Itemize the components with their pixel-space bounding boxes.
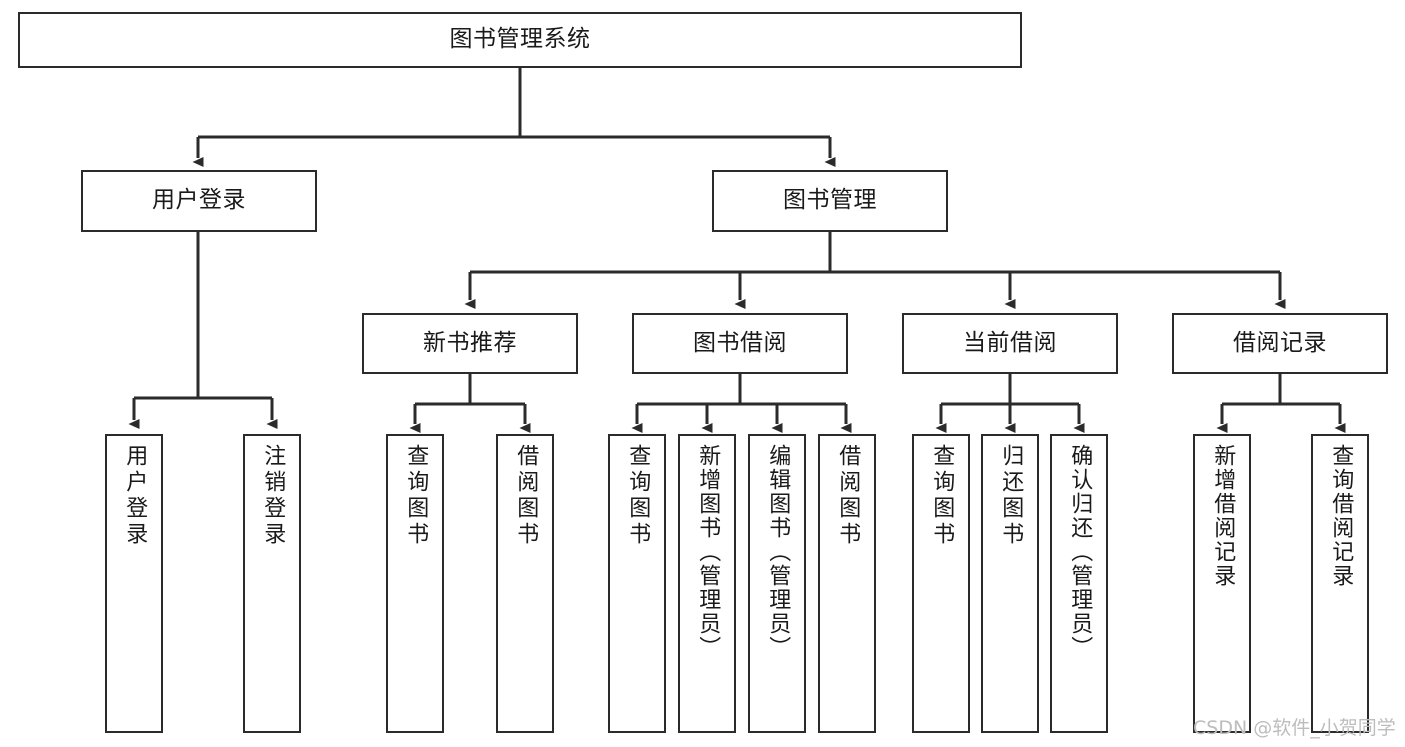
- node-leaf-query-borrow-record[interactable]: 查询借阅记录: [1311, 434, 1369, 733]
- node-label: 当前借阅: [963, 329, 1057, 356]
- node-leaf-query-book-1[interactable]: 查询图书: [386, 434, 444, 733]
- node-leaf-confirm-return-admin[interactable]: 确认归还（管理员）: [1050, 434, 1108, 733]
- node-leaf-user-logout[interactable]: 注销登录: [243, 434, 301, 733]
- node-leaf-user-login[interactable]: 用户登录: [105, 434, 163, 733]
- node-label: 归还图书: [998, 444, 1024, 548]
- node-label: 查询图书: [625, 444, 651, 548]
- node-root-book-management-system[interactable]: 图书管理系统: [18, 12, 1022, 68]
- node-label: 新增图书（管理员）: [695, 444, 721, 660]
- node-book-borrow[interactable]: 图书借阅: [632, 313, 848, 374]
- node-label: 新增借阅记录: [1210, 444, 1236, 588]
- node-label: 图书管理: [783, 187, 877, 214]
- node-label: 用户登录: [122, 444, 148, 548]
- node-leaf-add-book-admin[interactable]: 新增图书（管理员）: [678, 434, 736, 733]
- node-new-book-recommendation[interactable]: 新书推荐: [362, 313, 578, 374]
- node-leaf-query-book-3[interactable]: 查询图书: [912, 434, 970, 733]
- node-label: 新书推荐: [423, 329, 517, 356]
- node-label: 查询图书: [929, 444, 955, 548]
- csdn-watermark: CSDN @软件_小贺同学: [1193, 717, 1396, 739]
- node-label: 图书借阅: [693, 329, 787, 356]
- node-label: 借阅图书: [835, 444, 861, 548]
- node-leaf-query-book-2[interactable]: 查询图书: [608, 434, 666, 733]
- node-label: 借阅记录: [1233, 329, 1327, 356]
- node-leaf-borrow-book-2[interactable]: 借阅图书: [818, 434, 876, 733]
- node-label: 注销登录: [260, 444, 286, 548]
- node-label: 用户登录: [152, 187, 246, 214]
- node-leaf-add-borrow-record[interactable]: 新增借阅记录: [1193, 434, 1251, 733]
- node-label: 编辑图书（管理员）: [765, 444, 791, 660]
- node-label: 图书管理系统: [449, 26, 591, 53]
- node-leaf-edit-book-admin[interactable]: 编辑图书（管理员）: [748, 434, 806, 733]
- node-label: 确认归还（管理员）: [1067, 444, 1093, 660]
- node-borrow-record[interactable]: 借阅记录: [1172, 313, 1388, 374]
- node-label: 查询借阅记录: [1328, 444, 1354, 588]
- node-label: 查询图书: [403, 444, 429, 548]
- node-user-login[interactable]: 用户登录: [81, 170, 317, 232]
- node-current-borrow[interactable]: 当前借阅: [902, 313, 1118, 374]
- node-label: 借阅图书: [513, 444, 539, 548]
- node-leaf-borrow-book-1[interactable]: 借阅图书: [496, 434, 554, 733]
- node-book-manage[interactable]: 图书管理: [712, 170, 948, 232]
- node-leaf-return-book[interactable]: 归还图书: [981, 434, 1039, 733]
